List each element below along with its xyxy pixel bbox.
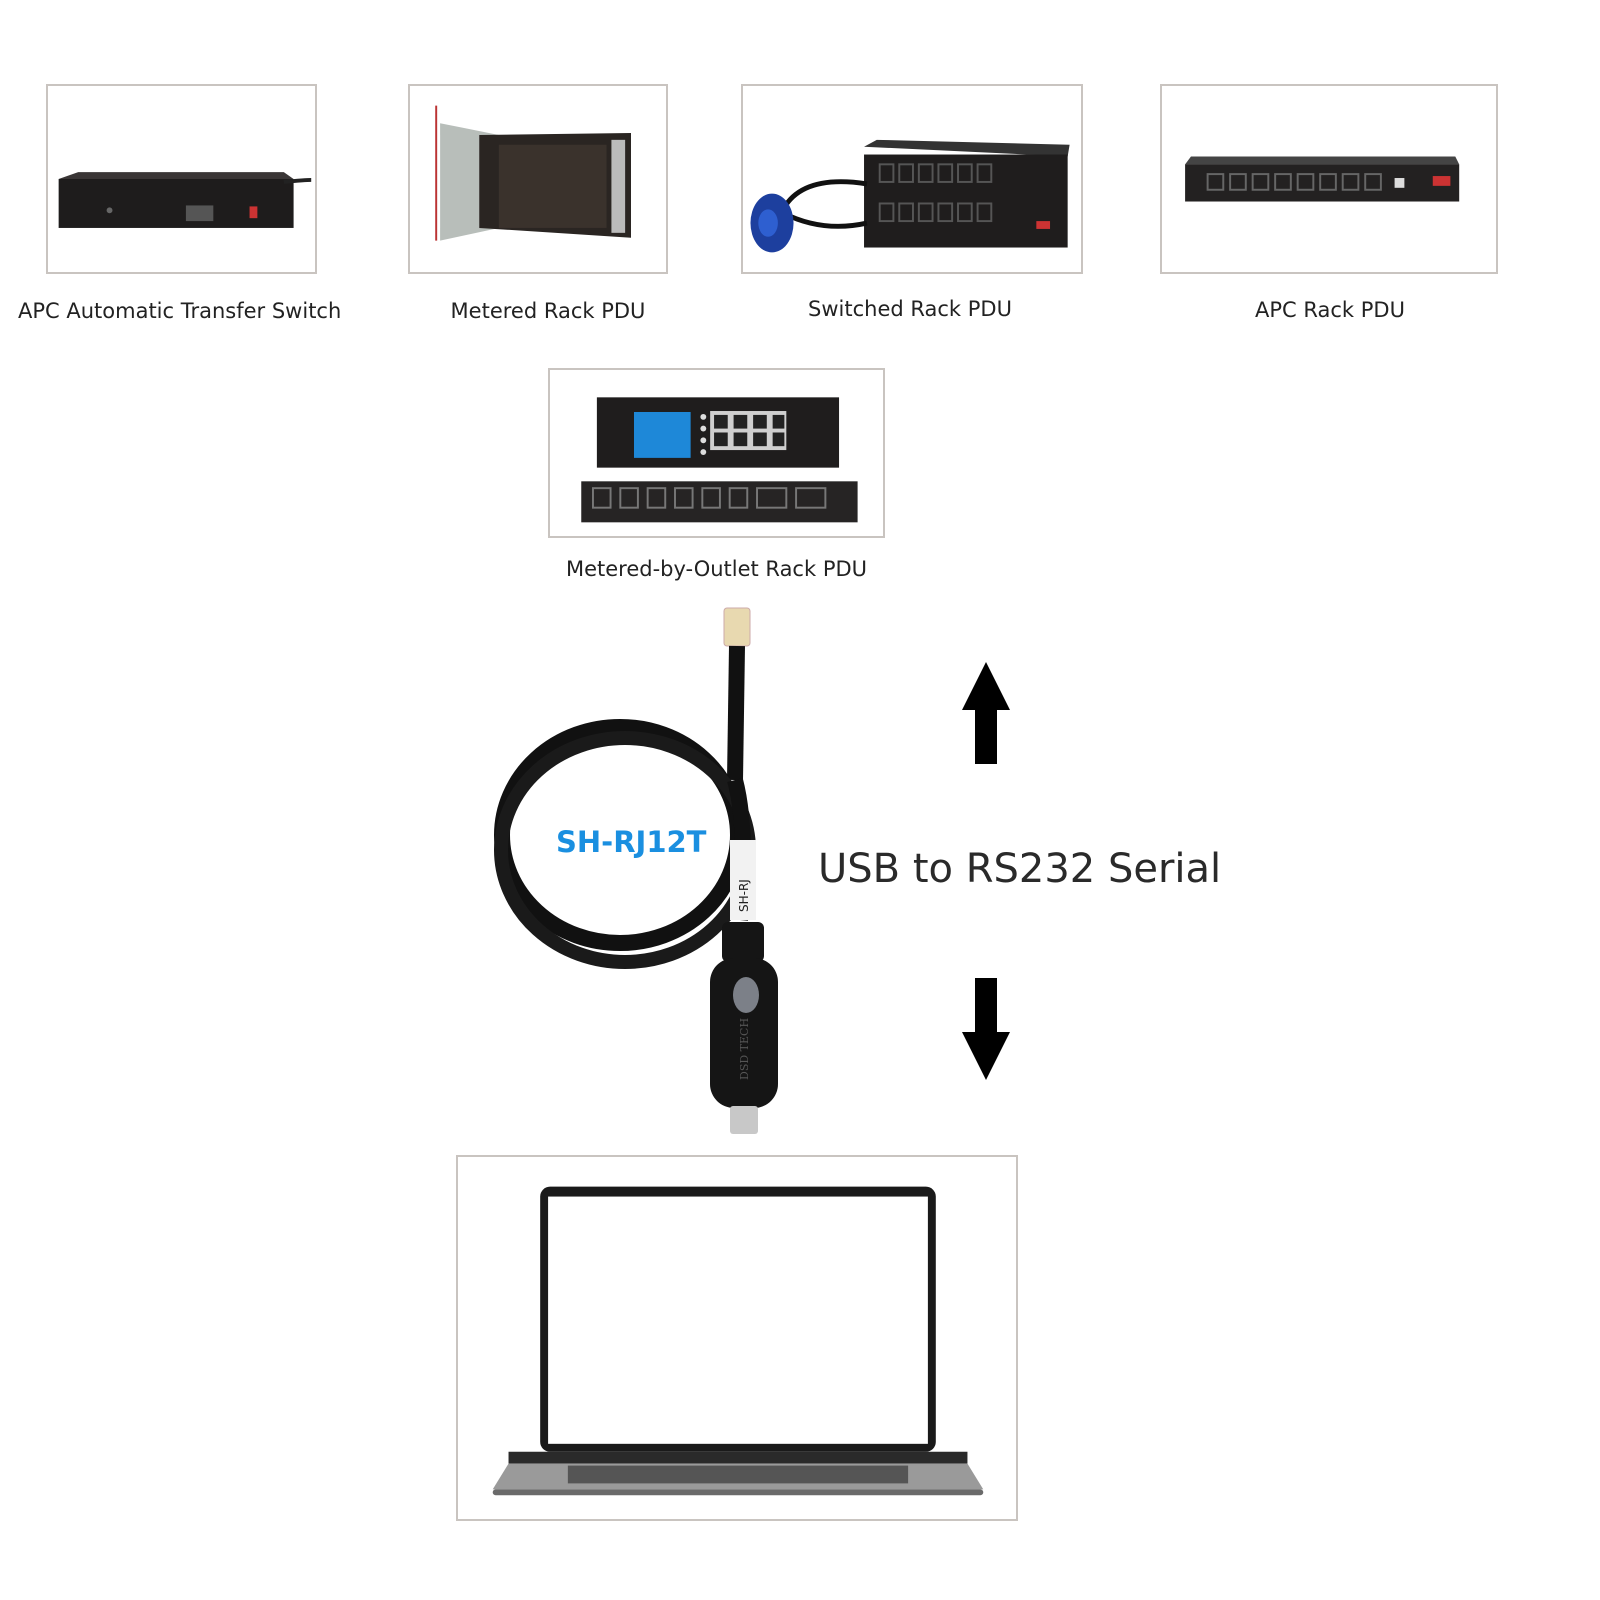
connector-brand-text: DSD TECH (738, 1018, 751, 1080)
device-label-metered-by-outlet-pdu: Metered-by-Outlet Rack PDU (565, 557, 868, 581)
metered-pdu-illustration (435, 105, 631, 241)
metered-by-outlet-pdu-illustration (581, 397, 858, 523)
laptop-image (456, 1155, 1018, 1521)
device-image-switched-pdu (741, 84, 1083, 274)
apc-rack-pdu-illustration (1185, 156, 1460, 202)
laptop-illustration (492, 1186, 984, 1496)
device-label-ats: APC Automatic Transfer Switch (18, 299, 342, 323)
device-image-metered-by-outlet-pdu (548, 368, 885, 538)
arrow-up-icon (962, 662, 1010, 764)
cable-model-label: SH-RJ12T (556, 825, 707, 859)
device-label-apc-rack-pdu: APC Rack PDU (1255, 298, 1405, 322)
device-image-apc-rack-pdu (1160, 84, 1498, 274)
device-image-ats (46, 84, 317, 274)
arrow-down-icon (962, 978, 1010, 1080)
connection-caption: USB to RS232 Serial (818, 846, 1222, 892)
usb-serial-cable-illustration: SH-RJ DSD TECH (494, 607, 778, 1134)
device-label-switched-pdu: Switched Rack PDU (808, 297, 1012, 321)
cable-print-text: SH-RJ (737, 879, 751, 912)
ats-illustration (58, 172, 312, 228)
device-image-metered-pdu (408, 84, 668, 274)
device-label-metered-pdu: Metered Rack PDU (450, 299, 646, 323)
switched-pdu-illustration (750, 139, 1070, 253)
